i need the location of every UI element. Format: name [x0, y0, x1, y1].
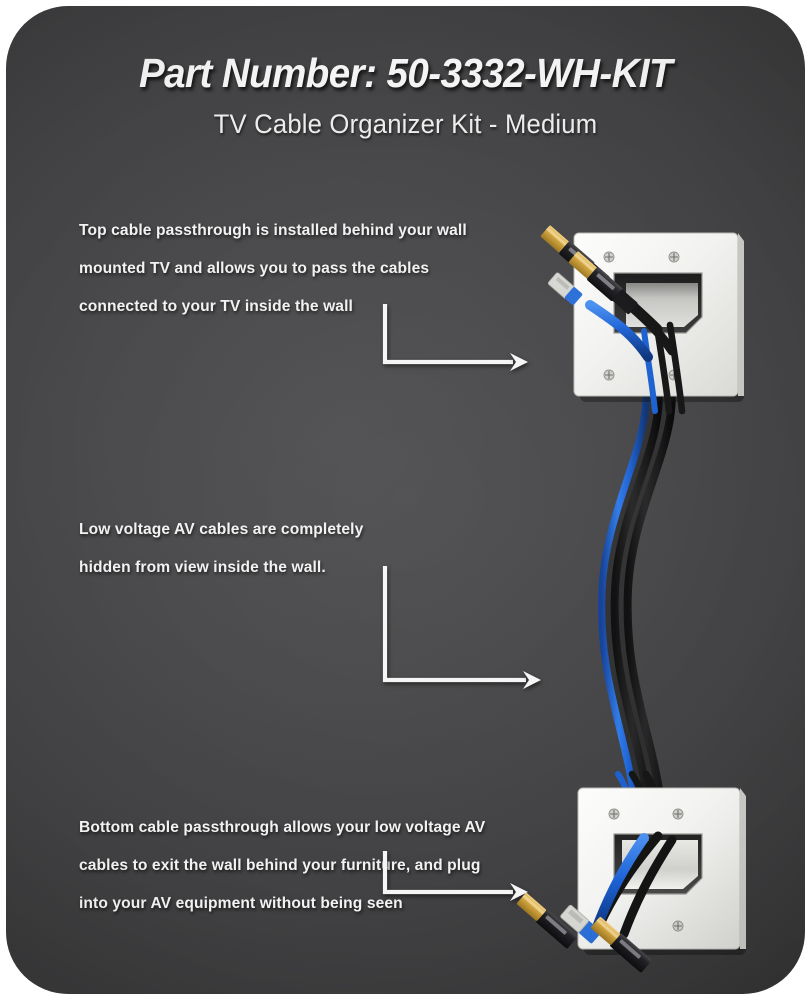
- hdmi-connector-bottom-2: [590, 917, 652, 973]
- hdmi-cable-run-2: [623, 372, 676, 800]
- callout-text-bottom: Bottom cable passthrough allows your low…: [79, 819, 486, 912]
- callout-text-top: Top cable passthrough is installed behin…: [79, 222, 467, 315]
- callout-text-middle: Low voltage AV cables are completely hid…: [79, 521, 364, 576]
- page-title: Part Number: 50-3332-WH-KIT: [138, 50, 673, 96]
- arrow-pointer-top: [376, 300, 536, 380]
- ethernet-cable-run: [597, 372, 650, 800]
- hdmi-cable-top-2: [568, 251, 677, 356]
- product-photo-top-plate: [526, 211, 776, 415]
- hdmi-connector-bottom-1: [516, 893, 578, 949]
- arrow-pointer-bottom: [376, 847, 536, 909]
- ethernet-cable-top: [547, 272, 653, 362]
- hdmi-cable-run-1: [610, 372, 663, 800]
- product-subtitle: TV Cable Organizer Kit - Medium: [213, 109, 598, 139]
- arrow-pointer-middle: [376, 562, 551, 697]
- recessed-opening-top: [613, 272, 703, 334]
- product-infographic-card: Part Number: 50-3332-WH-KIT TV Cable Org…: [6, 6, 805, 994]
- product-photo-bottom-plate: [516, 770, 776, 973]
- cable-run-in-wall: [566, 369, 706, 803]
